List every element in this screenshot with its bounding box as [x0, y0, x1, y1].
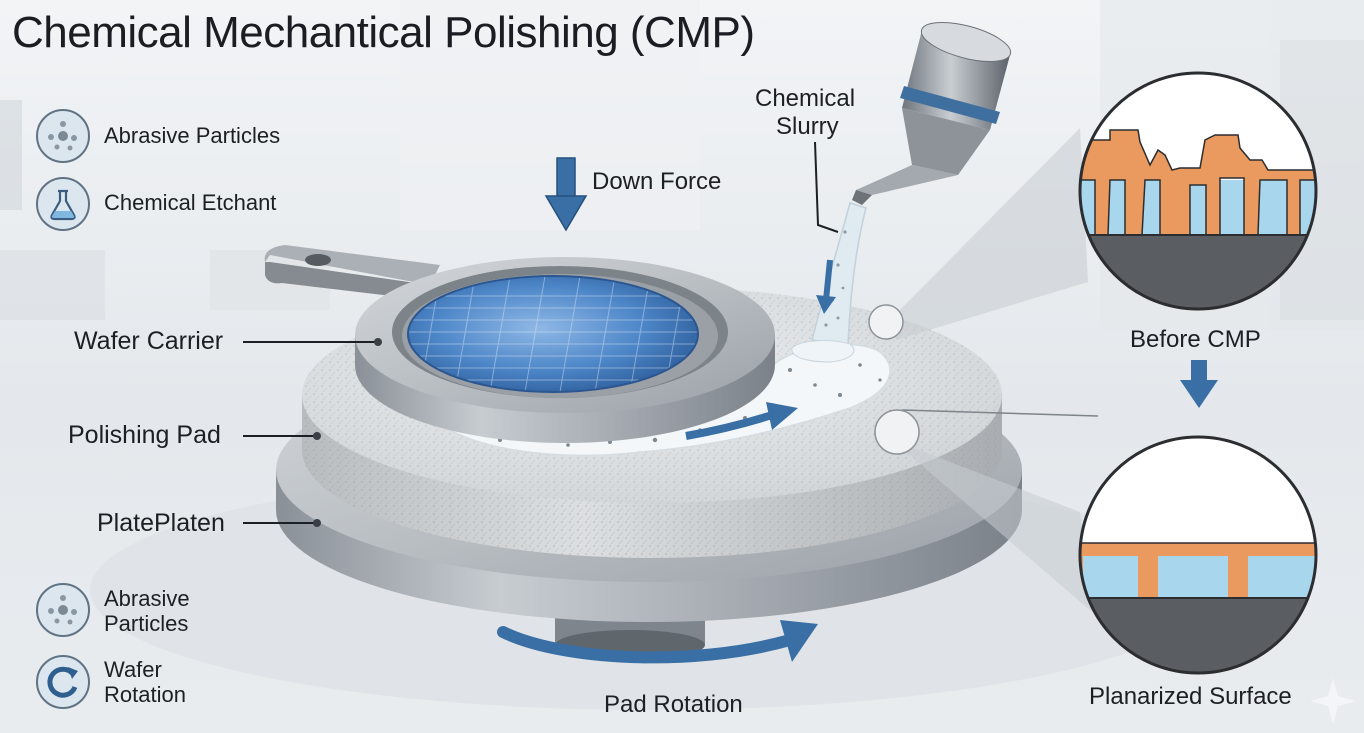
process-arrow-icon [1180, 360, 1218, 408]
after-cmp-inset [1078, 435, 1318, 675]
pad-surface-rotation-arrow-icon [685, 402, 798, 440]
sparkle-icon [1310, 678, 1356, 724]
legend-label-rotation: Rotation [104, 682, 186, 707]
pad-rotation-arrow-icon [497, 620, 818, 664]
page-title: Chemical Mechantical Polishing (CMP) [12, 8, 755, 57]
slurry-pointer-line [814, 141, 839, 233]
down-force-arrow-icon [544, 157, 588, 232]
wafer [407, 275, 699, 393]
label-slurry: Slurry [776, 113, 839, 140]
label-chemical: Chemical [755, 85, 856, 112]
before-cmp-inset [1078, 71, 1318, 311]
legend-label-abrasive-line1: Abrasive [104, 586, 190, 611]
rotation-icon [36, 655, 90, 709]
legend-label-chemical-etchant: Chemical Etchant [104, 190, 277, 215]
legend-label-abrasive-line2: Particles [104, 611, 189, 636]
zoom-cone-before [890, 128, 1088, 340]
label-pad-rotation: Pad Rotation [604, 691, 743, 718]
zoom-spot-before [868, 304, 904, 340]
zoom-cone-after [893, 440, 1092, 612]
particles-icon [36, 583, 90, 637]
zoom-spot-after [874, 409, 920, 455]
slurry-flow-arrow-icon [816, 259, 836, 314]
label-platen: PlatePlaten [97, 509, 225, 537]
label-planarized-surface: Planarized Surface [1089, 683, 1292, 710]
label-down-force: Down Force [592, 168, 722, 195]
label-wafer-carrier: Wafer Carrier [74, 327, 224, 355]
flask-icon [36, 177, 90, 231]
label-polishing-pad: Polishing Pad [68, 421, 221, 449]
leader-lines [243, 341, 375, 524]
label-before-cmp: Before CMP [1130, 326, 1261, 353]
particles-icon [36, 109, 90, 163]
legend-label-wafer: Wafer [104, 657, 162, 682]
slurry-nozzle [852, 21, 1012, 205]
legend-label-abrasive-particles: Abrasive Particles [104, 123, 281, 148]
